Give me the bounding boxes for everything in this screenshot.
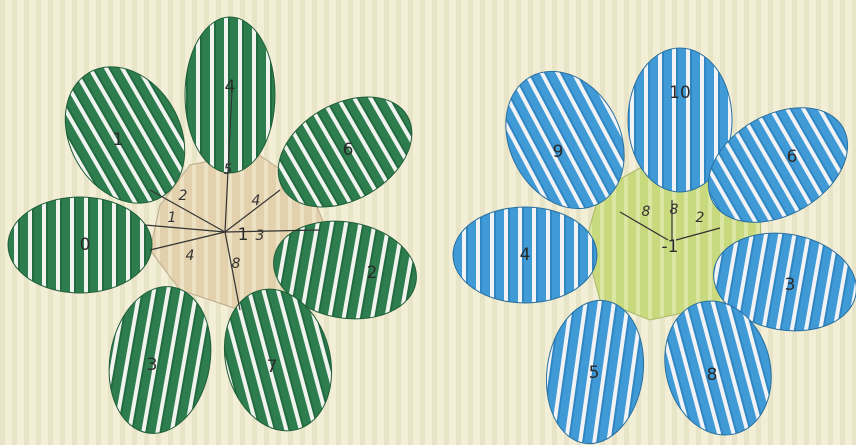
petal-value: 10	[669, 83, 691, 103]
petal-value: 3	[147, 355, 158, 375]
petal-value: 4	[520, 245, 531, 265]
handwritten-mark: 5	[224, 162, 233, 178]
handwritten-mark: 8	[232, 256, 241, 272]
petal-value: 8	[707, 365, 718, 385]
petal-value: 2	[367, 263, 378, 283]
petal-value: 5	[589, 363, 600, 383]
center-value: 1	[238, 225, 249, 245]
petal-value: 6	[343, 140, 354, 160]
handwritten-mark: 2	[696, 210, 705, 226]
handwritten-mark: 8	[670, 202, 679, 218]
petal-value: 6	[787, 147, 798, 167]
petal-value: 3	[785, 275, 796, 295]
petal-value: 7	[267, 357, 278, 377]
handwritten-mark: 4	[252, 193, 261, 209]
center-value: -1	[662, 237, 679, 257]
handwritten-mark: 4	[186, 248, 195, 264]
petal-value: 9	[553, 142, 564, 162]
handwritten-mark: 1	[168, 210, 177, 226]
handwritten-mark: 3	[256, 228, 265, 244]
petal-value: 4	[225, 77, 236, 97]
handwritten-mark: 2	[179, 188, 188, 204]
petal-value: 0	[80, 235, 91, 255]
petal-value: 1	[113, 130, 124, 150]
handwritten-mark: 8	[642, 204, 651, 220]
